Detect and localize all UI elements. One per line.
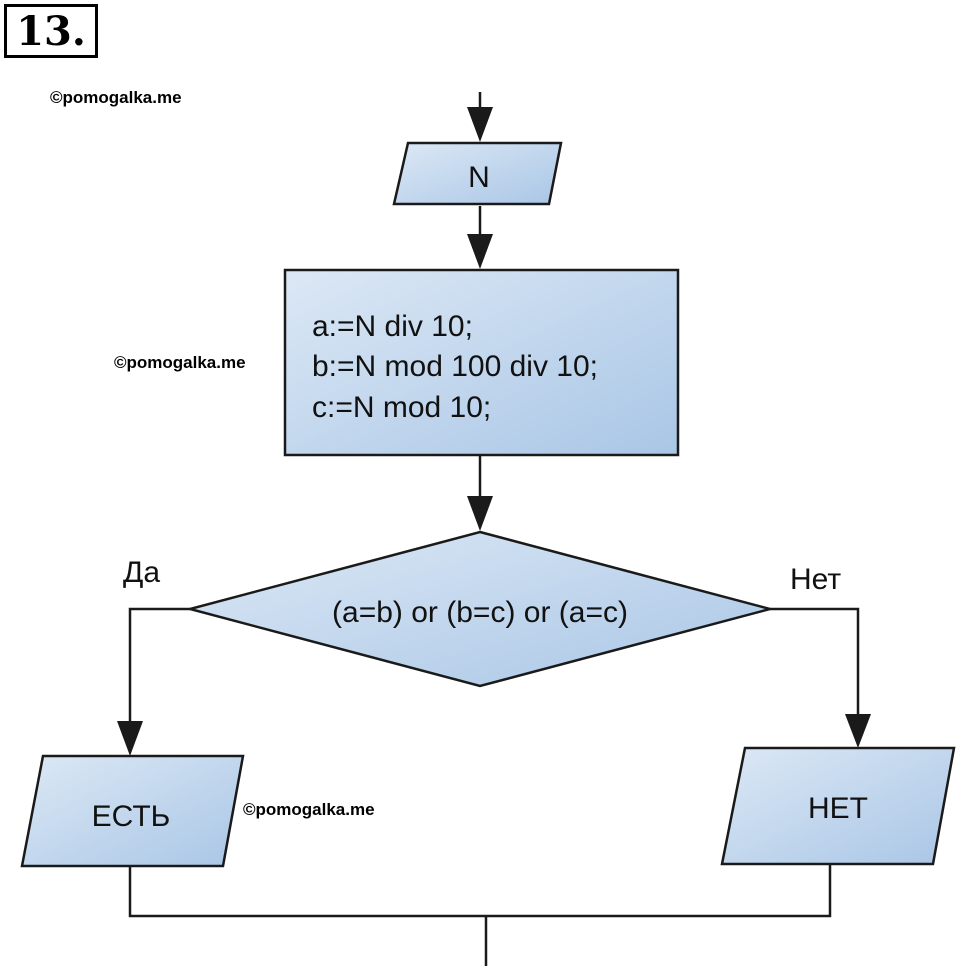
process-line-2: b:=N mod 100 div 10; [312,350,598,383]
no-output-label: НЕТ [808,792,868,825]
yes-label: Да [123,556,160,589]
watermark-middle: ©pomogalka.me [114,353,246,372]
arrowhead-to-decision [467,496,493,531]
arrowhead-no [845,714,871,748]
problem-number: 13. [4,4,98,58]
arrowhead-to-process [467,234,493,269]
no-branch-line [770,607,860,722]
yes-merge-line [128,866,486,918]
decision-shape [185,530,775,688]
decision-condition: (a=b) or (b=c) or (a=c) [332,596,628,629]
no-output-shape [720,746,956,866]
input-shape [392,141,563,206]
yes-output-label: ЕСТЬ [92,800,171,833]
process-block [283,268,680,457]
arrowhead-yes [117,721,143,756]
yes-branch-line [128,607,190,728]
no-label: Нет [790,563,841,596]
process-line-3: c:=N mod 10; [312,391,491,424]
watermark-bottom: ©pomogalka.me [243,800,375,819]
no-merge-line [486,864,832,918]
process-line-1: a:=N div 10; [312,310,473,343]
watermark-top: ©pomogalka.me [50,88,182,107]
arrowheads [117,107,871,756]
yes-output-shape [20,754,245,868]
input-label: N [468,161,490,194]
arrowhead-entry [467,107,493,142]
